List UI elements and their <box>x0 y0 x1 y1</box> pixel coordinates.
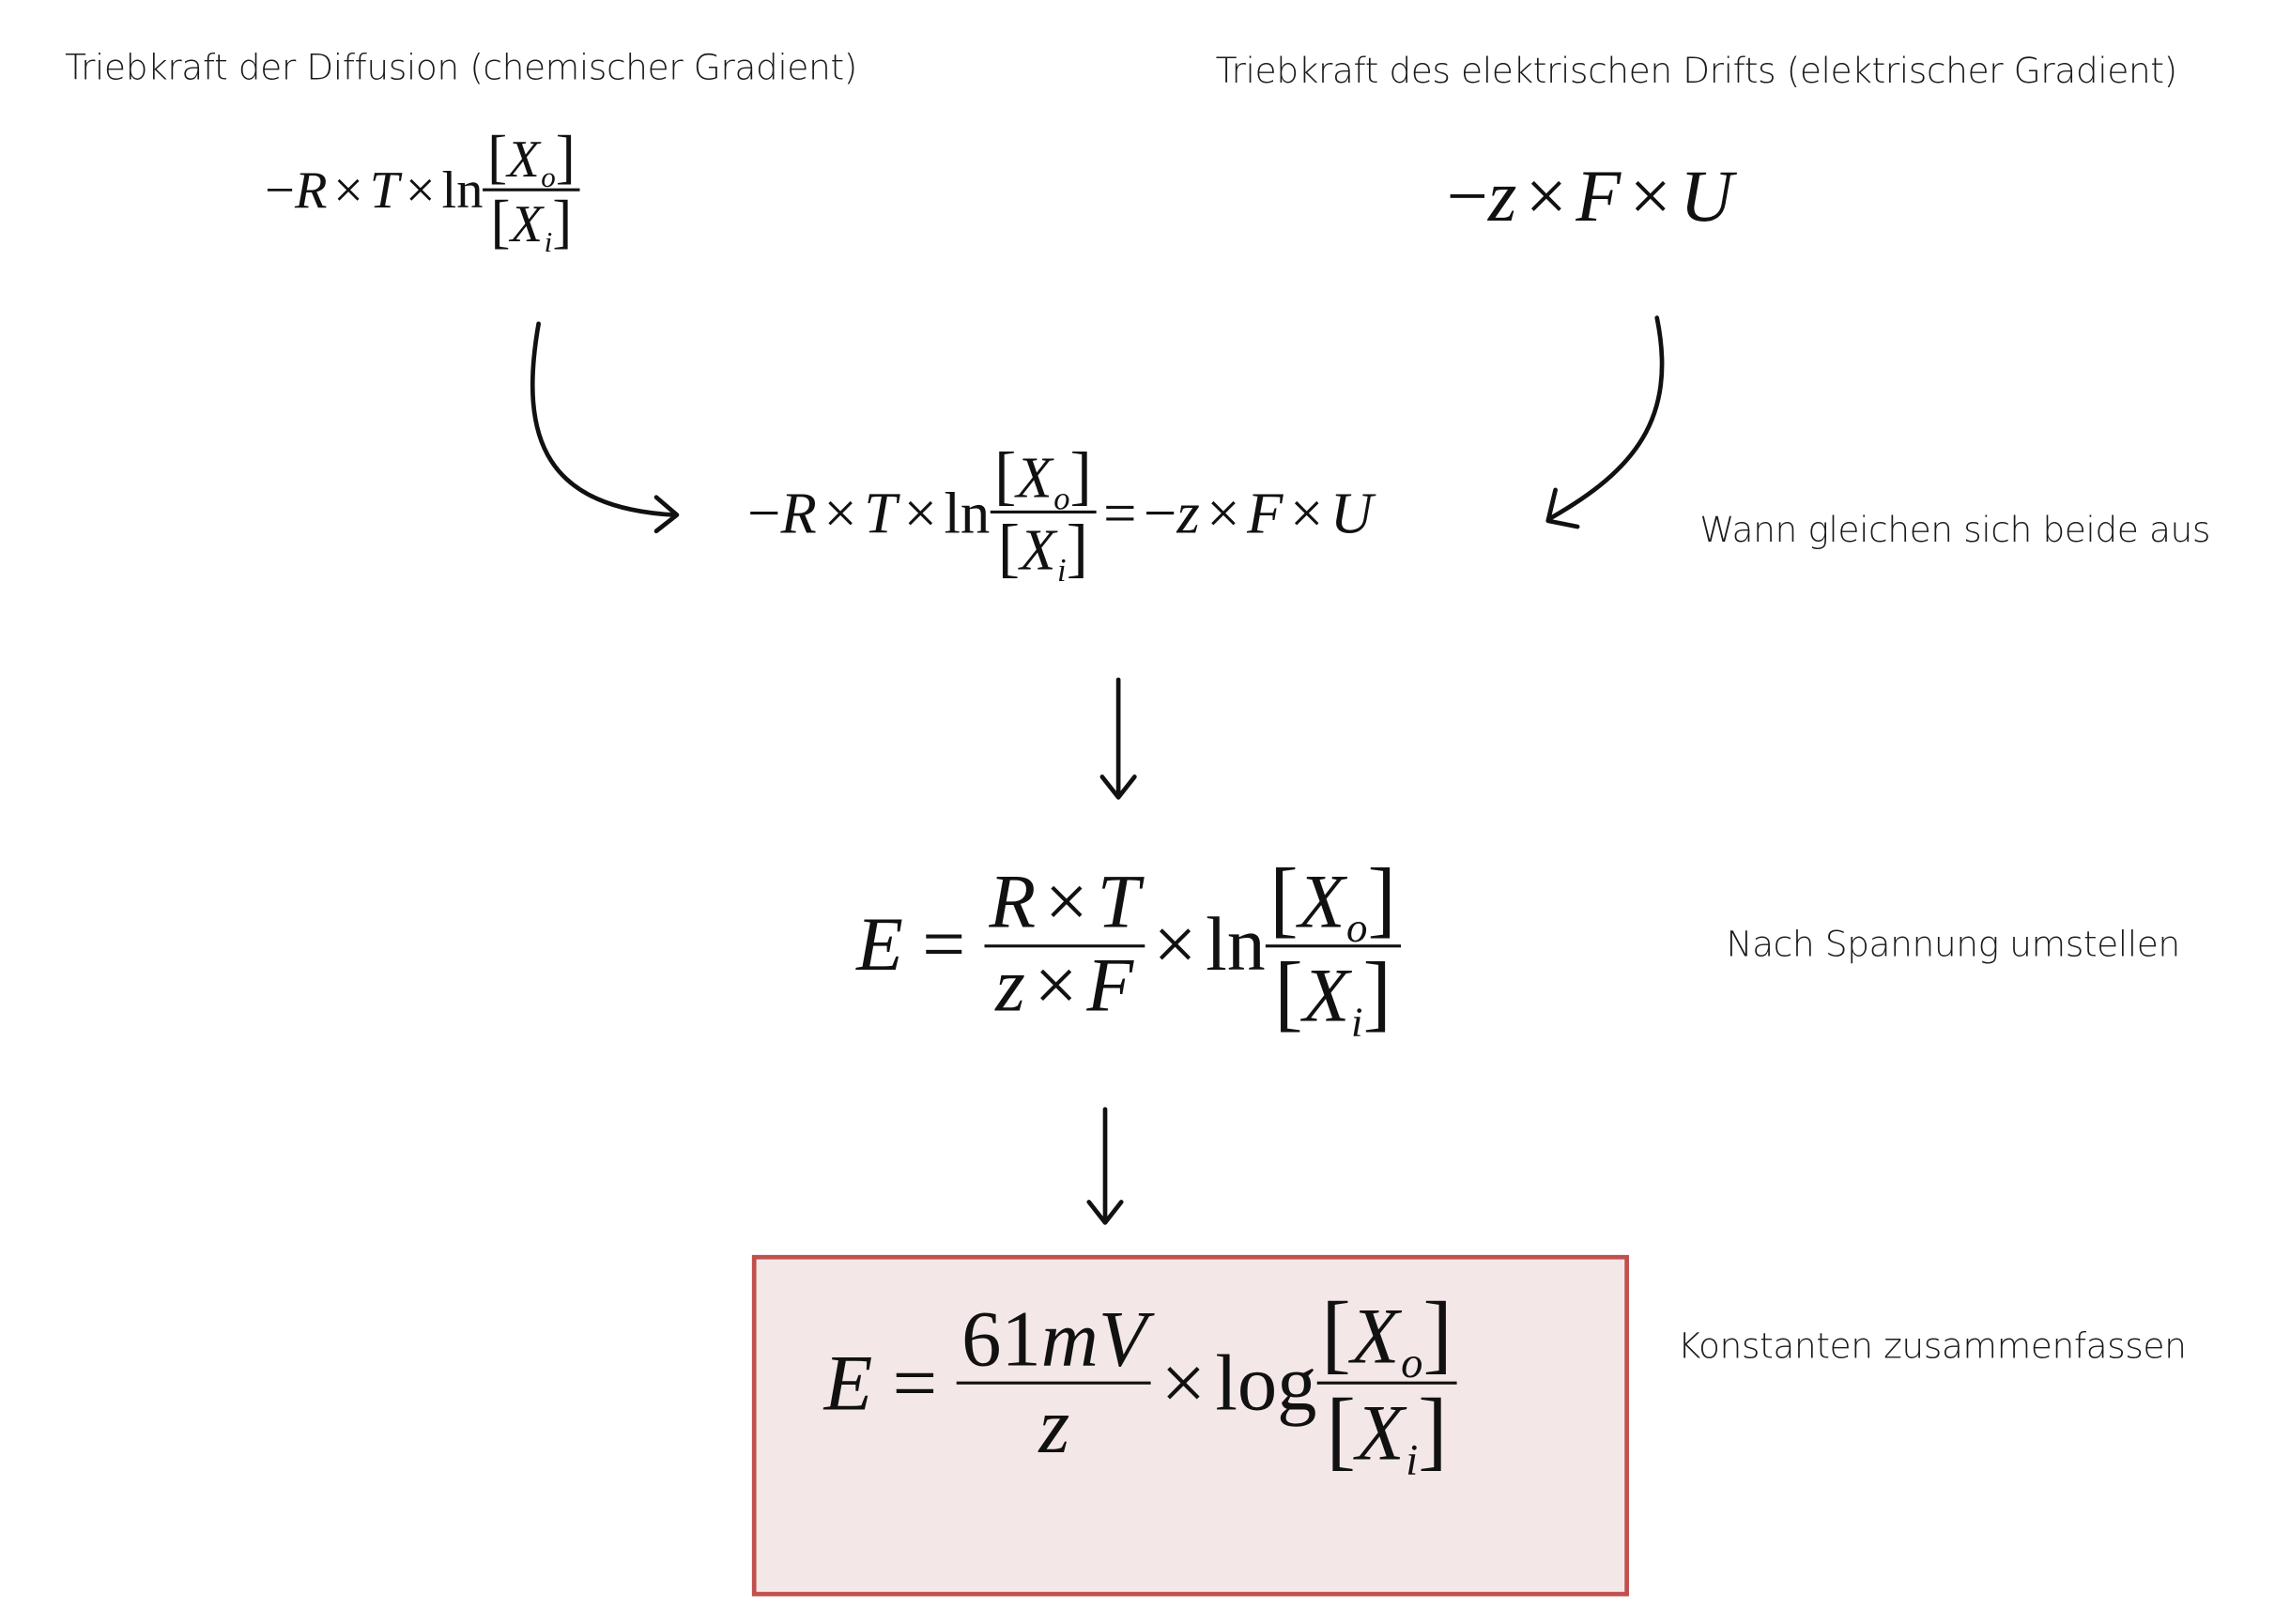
formula-solved-for-voltage: E = R×T z×F ×ln [Xo] [Xi] <box>856 853 1401 1045</box>
curved-arrow-left <box>530 321 677 517</box>
formula-diffusion: −R ×T ×ln [Xo] [Xi] <box>265 126 580 258</box>
label-solve-for-voltage: Nach Spannung umstellen <box>1726 924 2180 966</box>
formula-nernst-final: E = 61mV z ×log [Xo] [Xi] <box>824 1287 1457 1484</box>
label-combine-constants: Konstanten zusammenfassen <box>1677 1325 2187 1367</box>
label-balance: Wann gleichen sich beide aus <box>1699 509 2211 551</box>
arrowhead-left <box>653 495 680 534</box>
formula-electric-drift: −z ×F ×U <box>1446 154 1733 237</box>
down-arrow-2-head <box>1086 1200 1124 1225</box>
constant-over-z: 61mV z <box>957 1296 1152 1467</box>
concentration-ratio: [Xo] [Xi] <box>483 126 580 258</box>
arrowhead-right <box>1545 487 1580 529</box>
label-diffusion-driving-force: Triebkraft der Diffusion (chemischer Gra… <box>64 47 857 89</box>
rt-over-zf: R×T z×F <box>984 863 1145 1027</box>
concentration-ratio: [Xo] [Xi] <box>990 440 1097 587</box>
concentration-ratio: [Xo] [Xi] <box>1265 853 1401 1045</box>
curved-arrow-right <box>1548 315 1665 521</box>
down-arrow-1-head <box>1099 774 1137 800</box>
label-electric-drift-driving-force: Triebkraft des elektrischen Drifts (elek… <box>1215 50 2178 92</box>
concentration-ratio: [Xo] [Xi] <box>1316 1287 1457 1484</box>
result-highlight-box <box>751 1254 1629 1597</box>
formula-balance: −R ×T ×ln [Xo] [Xi] = −z ×F ×U <box>747 438 1374 589</box>
